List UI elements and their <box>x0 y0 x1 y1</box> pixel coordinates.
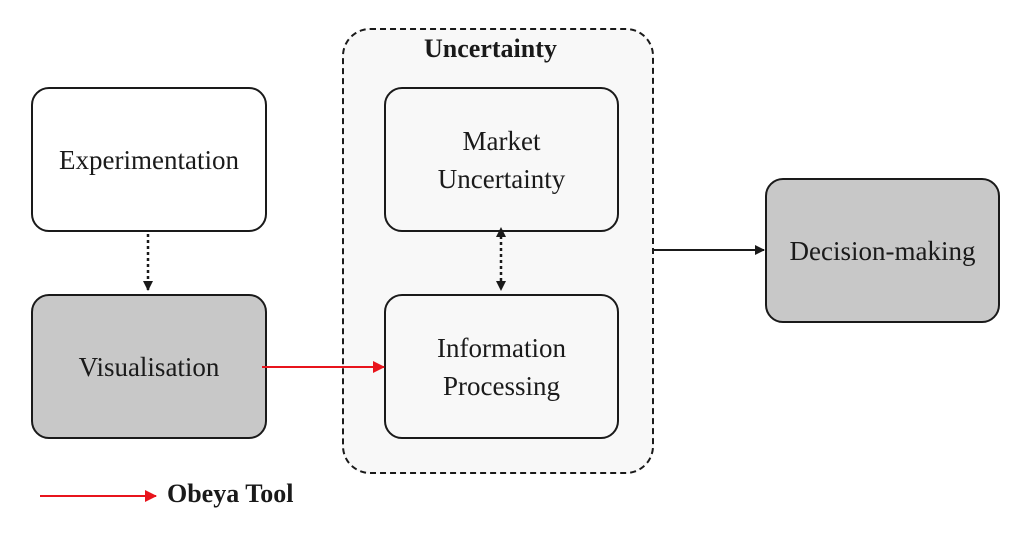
market-uncertainty-box: Market Uncertainty <box>384 87 619 232</box>
visualisation-box: Visualisation <box>31 294 267 439</box>
visualisation-label: Visualisation <box>78 351 220 382</box>
decision-making-label: Decision-making <box>789 235 976 266</box>
information-processing-box: Information Processing <box>384 294 619 439</box>
information-processing-line2: Processing <box>443 370 560 401</box>
market-uncertainty-line1: Market <box>462 125 541 156</box>
legend-obeya-tool-label: Obeya Tool <box>167 479 294 508</box>
decision-making-box: Decision-making <box>765 178 1000 323</box>
experimentation-box: Experimentation <box>31 87 267 232</box>
information-processing-line1: Information <box>437 332 566 363</box>
uncertainty-group-title: Uncertainty <box>424 34 557 63</box>
experimentation-label: Experimentation <box>59 144 239 175</box>
market-uncertainty-line2: Uncertainty <box>437 163 566 194</box>
